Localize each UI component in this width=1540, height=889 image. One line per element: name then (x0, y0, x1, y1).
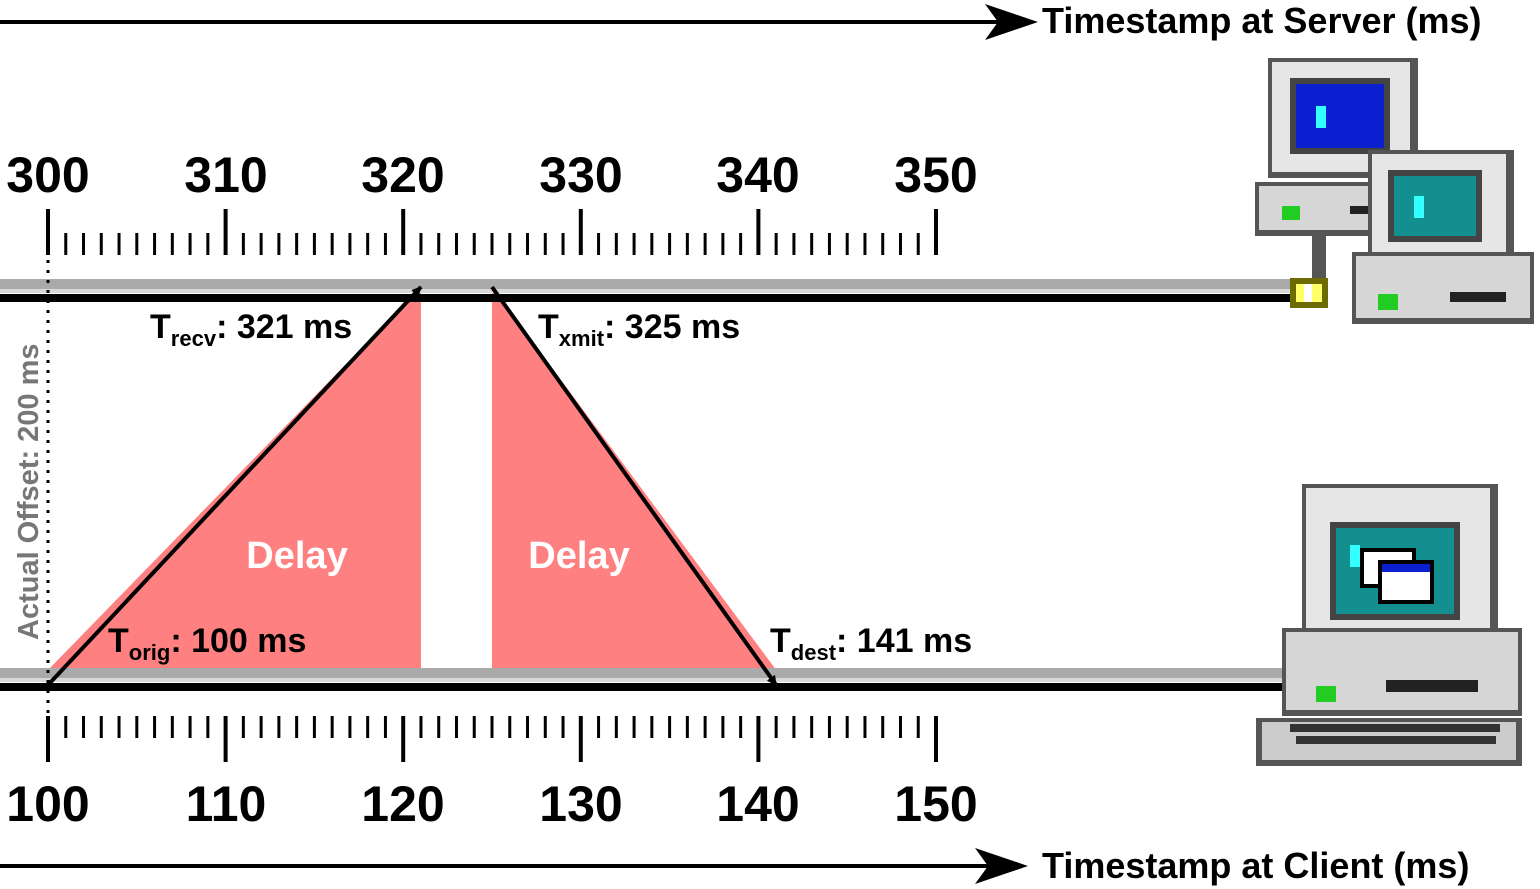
delay-label-outbound: Delay (246, 535, 347, 577)
client-tick-label: 100 (6, 776, 89, 832)
server-tick-label: 340 (716, 147, 799, 203)
client-tick-label: 130 (539, 776, 622, 832)
client-tick-labels: 100 110 120 130 140 150 (6, 776, 977, 832)
server-tick-label: 330 (539, 147, 622, 203)
server-tick-label: 320 (361, 147, 444, 203)
delay-area-outbound (48, 287, 421, 670)
t-orig-label: Torig: 100 ms (108, 622, 306, 665)
client-axis-ticks (46, 716, 938, 762)
client-tick-label: 140 (716, 776, 799, 832)
client-axis-title: Timestamp at Client (ms) (1042, 845, 1469, 886)
client-tick-label: 120 (361, 776, 444, 832)
t-dest-label: Tdest: 141 ms (770, 622, 972, 665)
server-network-line (0, 279, 1300, 302)
client-axis-arrow (0, 848, 1028, 884)
delay-label-return: Delay (528, 535, 629, 577)
server-tick-label: 310 (184, 147, 267, 203)
server-tick-label: 300 (6, 147, 89, 203)
delay-area-return (492, 287, 777, 670)
server-tick-label: 350 (894, 147, 977, 203)
actual-offset-label: Actual Offset: 200 ms (13, 343, 45, 640)
server-axis-title: Timestamp at Server (ms) (1042, 0, 1482, 41)
response-arrow (490, 285, 778, 687)
client-tick-label: 150 (894, 776, 977, 832)
t-recv-label: Trecv: 321 ms (150, 308, 352, 351)
client-network-line (0, 668, 1300, 691)
server-axis-arrow (0, 4, 1038, 40)
server-computers-icon (1255, 58, 1534, 324)
t-xmit-label: Txmit: 325 ms (538, 308, 740, 351)
server-tick-labels: 300 310 320 330 340 350 (6, 147, 977, 203)
server-axis-ticks (46, 209, 938, 255)
client-computer-icon (1256, 484, 1522, 766)
request-arrow (46, 285, 423, 687)
client-tick-label: 110 (186, 776, 267, 832)
